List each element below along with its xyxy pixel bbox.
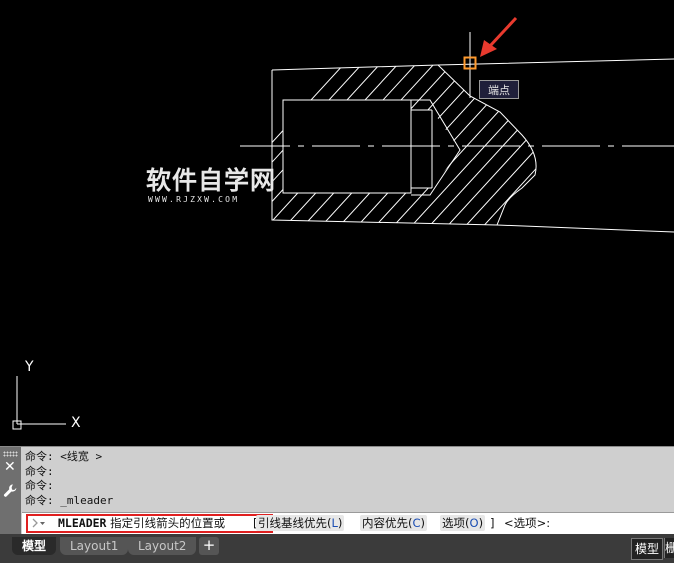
tab-model[interactable]: 模型 (12, 537, 57, 555)
option-content-first[interactable]: 内容优先(C) (360, 515, 428, 531)
drawing-canvas[interactable]: Y X 软件自学网 WWW.RJZXW.COM 端点 (0, 0, 674, 446)
default-option: <选项>: (504, 516, 551, 530)
ucs-icon (12, 376, 66, 430)
ucs-y-label: Y (24, 359, 34, 375)
option-options[interactable]: 选项(O) (440, 515, 486, 531)
history-line: 命令: (25, 479, 54, 492)
watermark: 软件自学网 WWW.RJZXW.COM (146, 167, 276, 205)
prompt-command: MLEADER (58, 516, 107, 530)
snap-marker-icon (463, 56, 477, 70)
grip-dots[interactable] (3, 451, 18, 457)
prompt-text: 指定引线箭头的位置或 (110, 516, 226, 530)
wrench-icon[interactable] (3, 483, 18, 498)
history-line: 命令: <线宽 > (25, 450, 103, 463)
close-icon[interactable]: ✕ (4, 459, 16, 475)
command-history: 命令: <线宽 > 命令: 命令: 命令: _mleader (25, 450, 113, 508)
bracket-open: [ (253, 515, 258, 531)
tab-layout2[interactable]: Layout2 (128, 537, 197, 555)
tab-layout1[interactable]: Layout1 (60, 537, 129, 555)
layout-tab-bar: 模型 Layout1 Layout2 + 模型 栅 (0, 534, 674, 563)
command-caret-icon[interactable] (32, 517, 46, 529)
status-model-button[interactable]: 模型 (631, 538, 664, 560)
command-window-grip[interactable]: ✕ (0, 447, 21, 535)
watermark-url: WWW.RJZXW.COM (148, 195, 240, 204)
red-arrow-icon (480, 16, 518, 57)
ucs-x-label: X (71, 415, 81, 431)
snap-tooltip: 端点 (479, 80, 519, 99)
history-line: 命令: (25, 464, 54, 478)
watermark-title: 软件自学网 (146, 166, 277, 195)
add-layout-button[interactable]: + (199, 537, 219, 555)
drawing-geometry: Y X (12, 16, 674, 431)
option-leader-first[interactable]: 引线基线优先(L) (256, 515, 345, 531)
status-grid-button[interactable]: 栅 (664, 538, 674, 558)
command-line-input[interactable]: MLEADER 指定引线箭头的位置或 [ 引线基线优先(L) 内容优先(C) 选… (22, 512, 674, 534)
history-line: 命令: _mleader (25, 493, 114, 507)
bracket-close: ] (490, 516, 495, 530)
command-prompt: MLEADER 指定引线箭头的位置或 (58, 515, 225, 531)
hatch-pattern (272, 65, 537, 225)
part-outline (271, 58, 674, 233)
